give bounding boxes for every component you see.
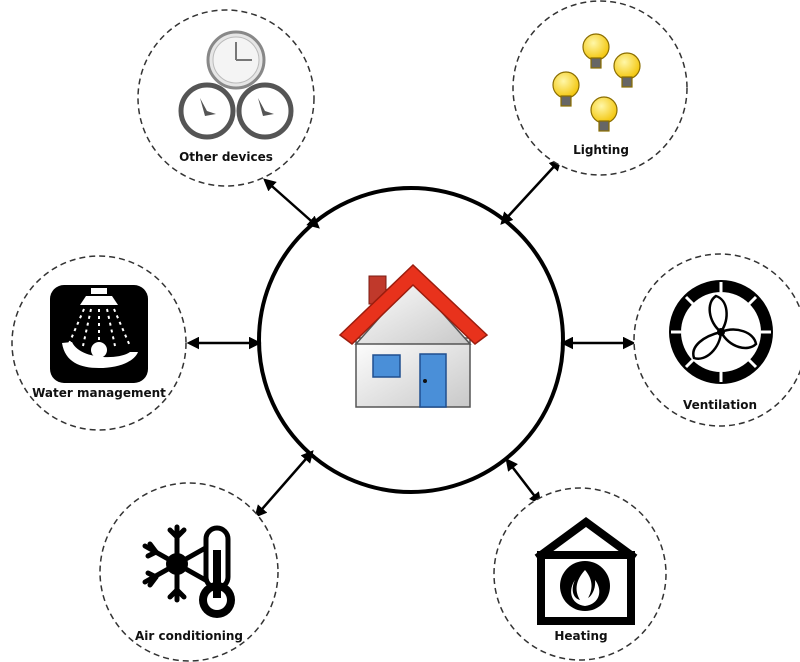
house-flame-icon [534, 517, 638, 625]
node-label-water-management: Water management [32, 386, 166, 400]
connectors [186, 158, 636, 518]
node-lighting: Lighting [512, 0, 688, 176]
shower-icon [50, 285, 148, 383]
node-ventilation: Ventilation [633, 253, 800, 427]
node-heating: Heating [493, 487, 667, 661]
arrow-other-devices [263, 178, 320, 229]
node-label-other-devices: Other devices [179, 150, 273, 164]
node-label-heating: Heating [554, 629, 607, 643]
hub [257, 186, 565, 494]
clocks-icon [178, 30, 294, 140]
node-label-ventilation: Ventilation [683, 398, 757, 412]
arrow-lighting [500, 158, 562, 225]
snowflake-thermometer-icon [142, 524, 235, 618]
node-label-lighting: Lighting [573, 143, 629, 157]
node-label-air-conditioning: Air conditioning [135, 629, 243, 643]
arrow-heating [505, 458, 542, 505]
arrow-air-conditioning [254, 450, 314, 518]
house-icon [338, 263, 489, 408]
fan-icon [669, 280, 773, 384]
node-air-conditioning: Air conditioning [99, 482, 279, 662]
node-other-devices: Other devices [137, 9, 315, 187]
light-bulbs-icon [552, 33, 641, 132]
node-water-management: Water management [11, 255, 187, 431]
